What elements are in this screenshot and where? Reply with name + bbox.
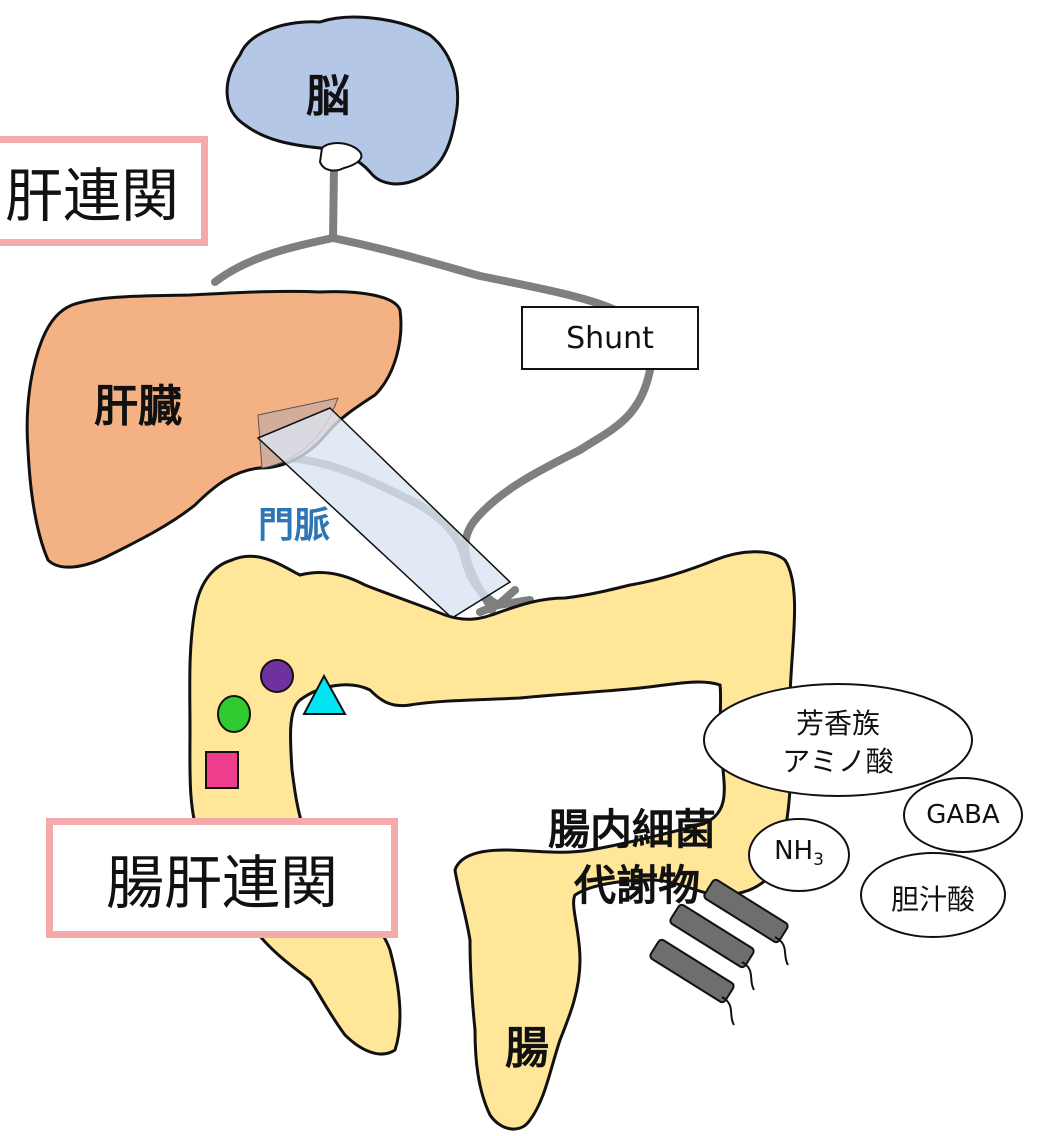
gaba-label: GABA (926, 800, 1000, 830)
brainstem-shape (318, 142, 363, 172)
aromatic-aa-line2: アミノ酸 (782, 745, 894, 778)
cyan-triangle (302, 673, 347, 715)
bile-acid-label: 胆汁酸 (890, 883, 975, 916)
vessel-to-shunt (329, 234, 619, 314)
title-liver-axis: 肝連関 (0, 136, 208, 246)
intestine-label: 腸 (505, 1023, 549, 1074)
liver-label: 肝臓 (94, 381, 182, 432)
aromatic-aa-oval (703, 683, 973, 797)
nh3-label: NH3 (749, 836, 849, 870)
purple-circle (260, 659, 294, 693)
metabolites-label-line1: 腸内細菌 (548, 805, 717, 854)
bacteria-rod (649, 938, 735, 1004)
flagellum (741, 961, 755, 991)
intestine-shape (188, 550, 797, 1131)
portal-vein-label: 門脈 (258, 505, 331, 546)
brain-stem-vessel (329, 164, 338, 242)
flagellum (721, 996, 735, 1026)
flagellum (774, 936, 789, 966)
green-circle (217, 695, 251, 733)
vessel-to-liver (211, 234, 337, 286)
aromatic-aa-line1: 芳香族 (795, 707, 880, 740)
bacteria-group (649, 878, 789, 1026)
pink-square (205, 751, 239, 789)
bacteria-rod (669, 903, 755, 969)
brain-shape (225, 15, 459, 186)
bile-acid-oval (860, 852, 1006, 938)
bacteria-rod (703, 878, 789, 944)
branch-3 (476, 601, 502, 616)
nh3-base: NH (774, 836, 814, 866)
nh3-oval (748, 818, 850, 892)
brain-label: 脳 (306, 71, 350, 122)
title-gut-liver-axis: 腸肝連関 (46, 818, 398, 938)
nh3-subscript: 3 (813, 850, 824, 871)
gaba-oval (903, 777, 1023, 853)
shunt-box: Shunt (521, 306, 699, 370)
shunt-label: Shunt (566, 320, 654, 356)
metabolites-label-line2: 代謝物 (574, 861, 701, 910)
